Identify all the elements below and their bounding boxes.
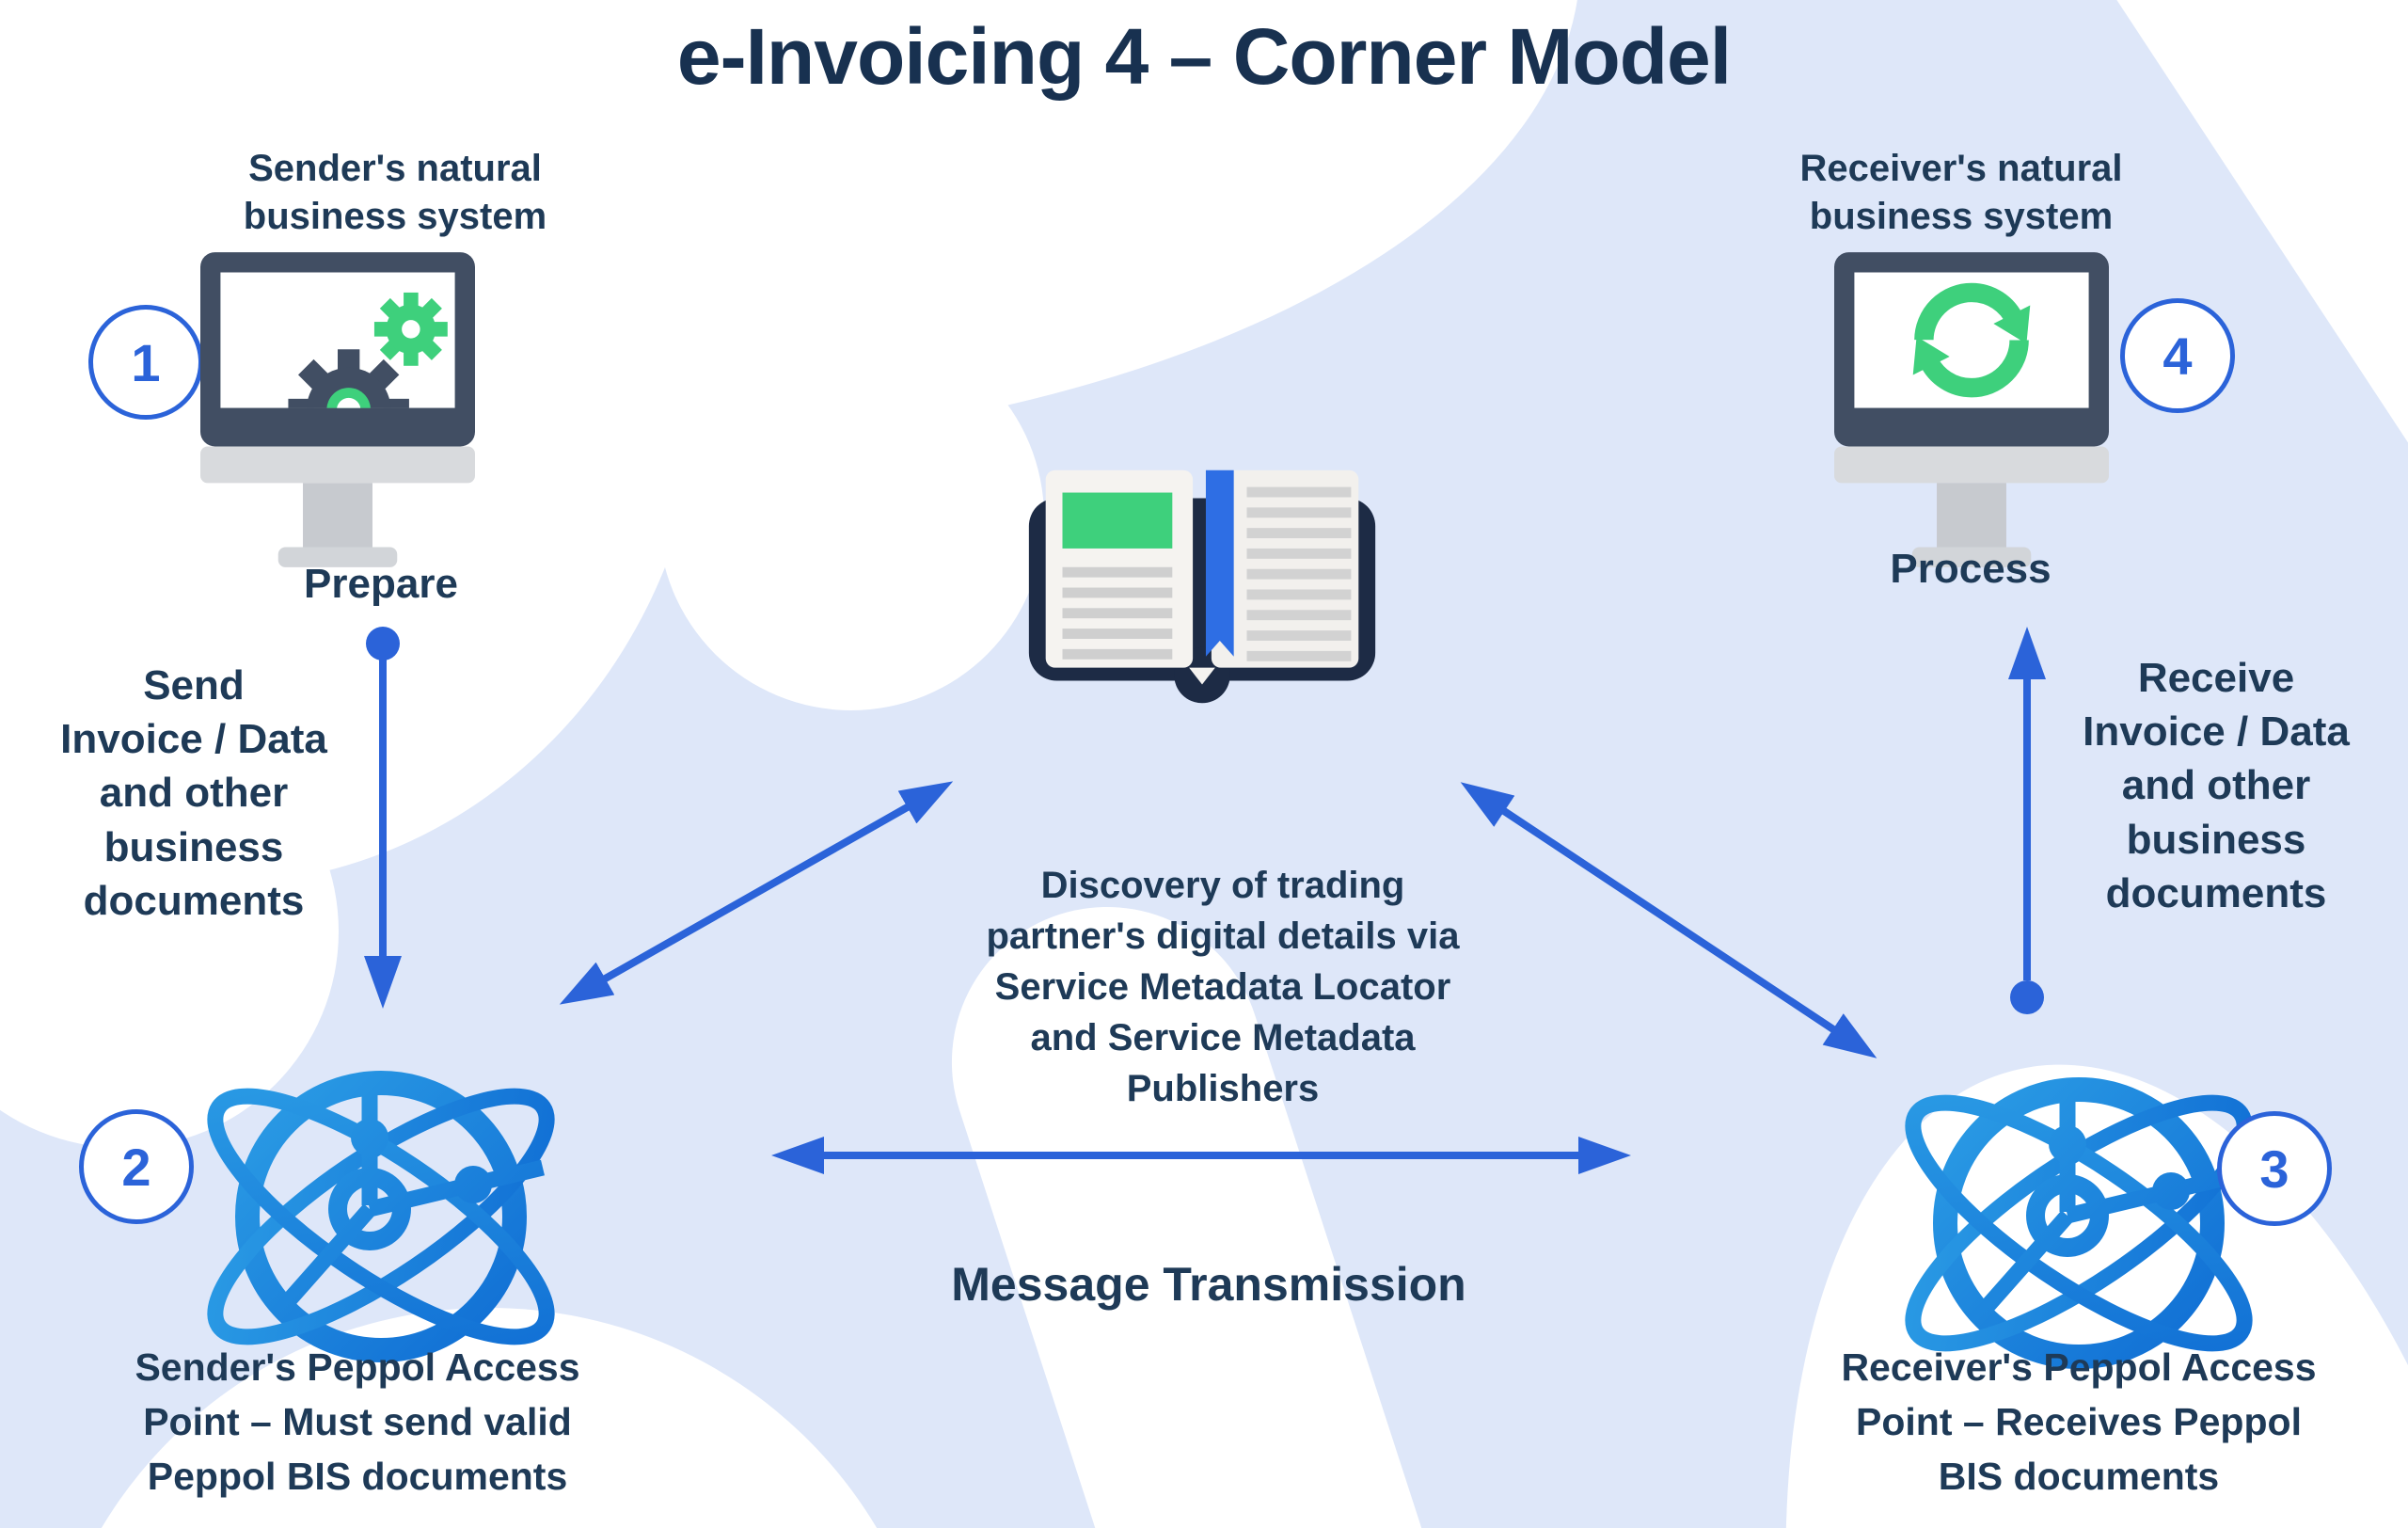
receive-flow-label: Receive Invoice / Data and other busines… [2083,655,2350,916]
prepare-caption: Prepare [304,561,458,607]
sender-access-point-caption: Sender's Peppol Access Point – Must send… [135,1345,580,1499]
send-arrow-dot [366,627,400,661]
page-title: e-Invoicing 4 – Corner Model [676,12,1732,101]
send-flow-label: Send Invoice / Data and other business d… [60,662,327,924]
receiver-access-point-caption: Receiver's Peppol Access Point – Receive… [1841,1345,2317,1499]
step-badge-4: 4 [2120,298,2235,413]
step-badge-3: 3 [2217,1111,2332,1226]
background-white-shape [0,715,339,1148]
sender-system-label: Sender's natural business system [243,148,547,237]
message-transmission-label: Message Transmission [951,1258,1466,1311]
discovery-arrow-left [559,781,954,1005]
receive-arrow-dot [2010,980,2044,1014]
step-badge-2: 2 [79,1109,194,1224]
discovery-description: Discovery of trading partner's digital d… [986,865,1460,1109]
monitor-sync-icon [1834,252,2109,573]
process-caption: Process [1890,546,2052,592]
monitor-gears-icon [200,252,475,573]
receiver-system-label: Receiver's natural business system [1799,148,2123,237]
background-white-shape [658,325,1044,710]
open-book-icon [1016,450,1388,734]
step-badge-1: 1 [88,305,203,420]
discovery-arrow-right [1460,782,1877,1058]
